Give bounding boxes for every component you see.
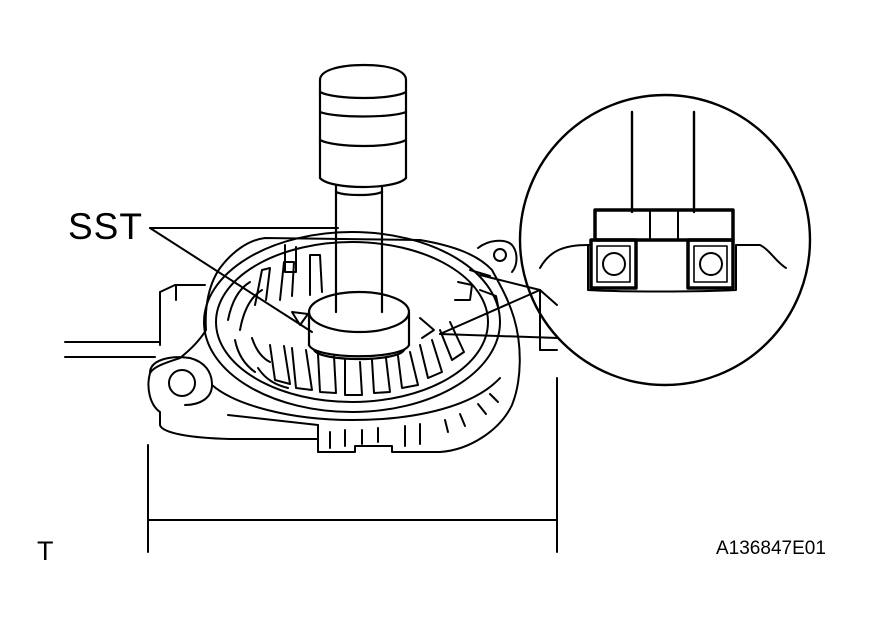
sst-leader-lines — [149, 227, 339, 333]
sst-press-tool — [307, 63, 411, 361]
figure-code-label: A136847E01 — [716, 538, 826, 559]
detail-view-circle — [439, 93, 812, 387]
bench-rail-left — [64, 341, 161, 358]
work-bench — [147, 274, 558, 553]
fan-fins — [227, 244, 499, 396]
alternator-frame — [147, 231, 521, 453]
view-marker-label: T — [37, 536, 54, 566]
sst-label: SST — [68, 206, 143, 247]
